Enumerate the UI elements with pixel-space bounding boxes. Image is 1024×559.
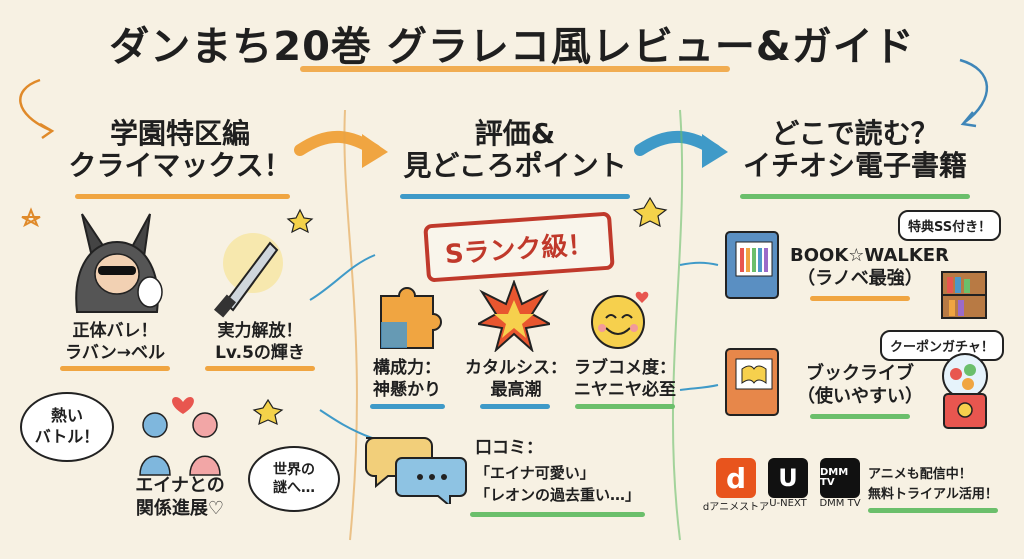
unext-icon: U <box>768 458 808 498</box>
store1-name: BOOK☆WALKER （ラノベ最強） <box>790 245 949 290</box>
explosion-icon <box>478 280 550 352</box>
point-structure: 構成力： 神懸かり <box>373 358 441 401</box>
logo-dmmtv[interactable]: DMM TV DMM TV <box>816 458 864 509</box>
review-underline <box>470 512 645 517</box>
point-romcom: ラブコメ度： ニヤニヤ必至 <box>574 358 676 401</box>
store2-underline <box>810 414 910 419</box>
title-underline <box>300 66 730 72</box>
logo-danime[interactable]: d dアニメストア <box>703 458 769 513</box>
anime-note-underline <box>868 508 998 513</box>
danime-icon: d <box>716 458 756 498</box>
left-item-reveal-underline <box>60 366 170 371</box>
hooded-character-icon <box>75 213 163 313</box>
store2-name: ブックライブ （使いやすい） <box>797 363 923 408</box>
page-title: ダンまち20巻 グラレコ風レビュー&ガイド <box>109 24 915 70</box>
store2-tag: クーポンガチャ！ <box>880 330 1004 361</box>
logo-unext[interactable]: U U-NEXT <box>764 458 812 509</box>
section-left-underline <box>75 194 290 199</box>
left-item-power-underline <box>205 366 315 371</box>
gacha-machine-icon <box>942 353 988 429</box>
left-item-power: 実力解放！ Lv.5の輝き <box>215 321 305 364</box>
dmmtv-icon: DMM TV <box>820 458 860 498</box>
speech-bubble-battle: 熱い バトル！ <box>20 392 114 462</box>
anime-note: アニメも配信中！ 無料トライアル活用！ <box>868 467 998 502</box>
point-catharsis-underline <box>480 404 550 409</box>
section-left-title: 学園特区編 クライマックス！ <box>68 117 292 183</box>
left-item-relationship: エイナとの 関係進展♡ <box>135 475 225 520</box>
left-item-reveal: 正体バレ！ ラバン→ベル <box>65 321 165 364</box>
section-right-title: どこで読む？ イチオシ電子書籍 <box>742 117 967 183</box>
puzzle-icon <box>380 287 442 349</box>
review-block: 口コミ： 「エイナ可愛い」 「レオンの過去重い…」 <box>475 438 641 504</box>
sword-icon <box>213 233 283 318</box>
streaming-logos: d dアニメストア U U-NEXT DMM TV DMM TV <box>703 458 864 518</box>
point-romcom-underline <box>575 404 675 409</box>
section-middle-title: 評価& 見どころポイント <box>403 117 627 183</box>
bookshelf-icon <box>941 271 987 319</box>
smile-icon <box>591 291 649 349</box>
section-right-underline <box>740 194 970 199</box>
point-structure-underline <box>370 404 445 409</box>
chat-bubbles-icon <box>365 437 467 504</box>
store1-underline <box>810 296 910 301</box>
couple-icon <box>139 397 221 476</box>
book-blue-icon <box>725 231 779 299</box>
speech-bubble-mystery: 世界の 謎へ… <box>248 446 340 512</box>
section-middle-underline <box>400 194 630 199</box>
book-orange-icon <box>725 348 779 416</box>
store1-tag: 特典SS付き！ <box>898 210 1002 241</box>
point-catharsis: カタルシス： 最高潮 <box>465 358 567 401</box>
